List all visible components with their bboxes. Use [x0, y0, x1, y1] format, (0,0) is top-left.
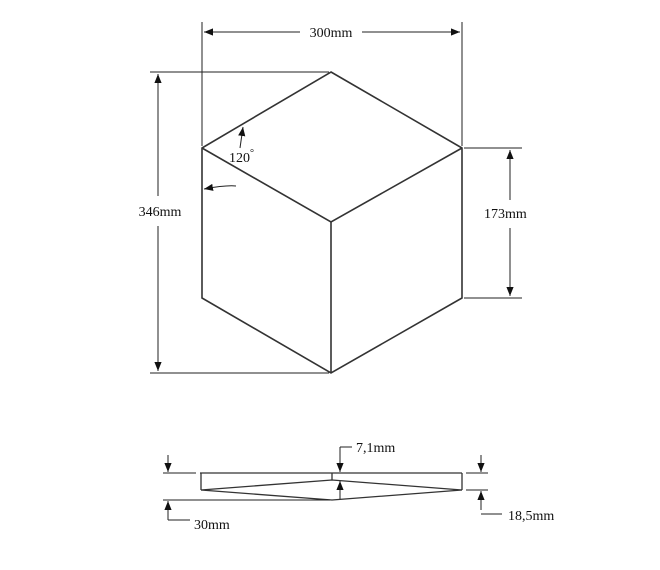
side-profile	[200, 472, 463, 501]
angle-label: 120°	[229, 148, 254, 166]
total-thickness-label: 30mm	[194, 518, 230, 533]
height-dimension-label: 346mm	[139, 205, 182, 220]
edge-thickness-label: 18,5mm	[508, 509, 554, 524]
center-thickness-label: 7,1mm	[356, 441, 395, 456]
side-dimension-label: 173mm	[484, 207, 527, 222]
width-dimension-label: 300mm	[310, 26, 353, 41]
dimension-lines	[150, 22, 522, 374]
side-dimension-lines	[163, 446, 502, 521]
hexagon-outline	[201, 71, 463, 374]
